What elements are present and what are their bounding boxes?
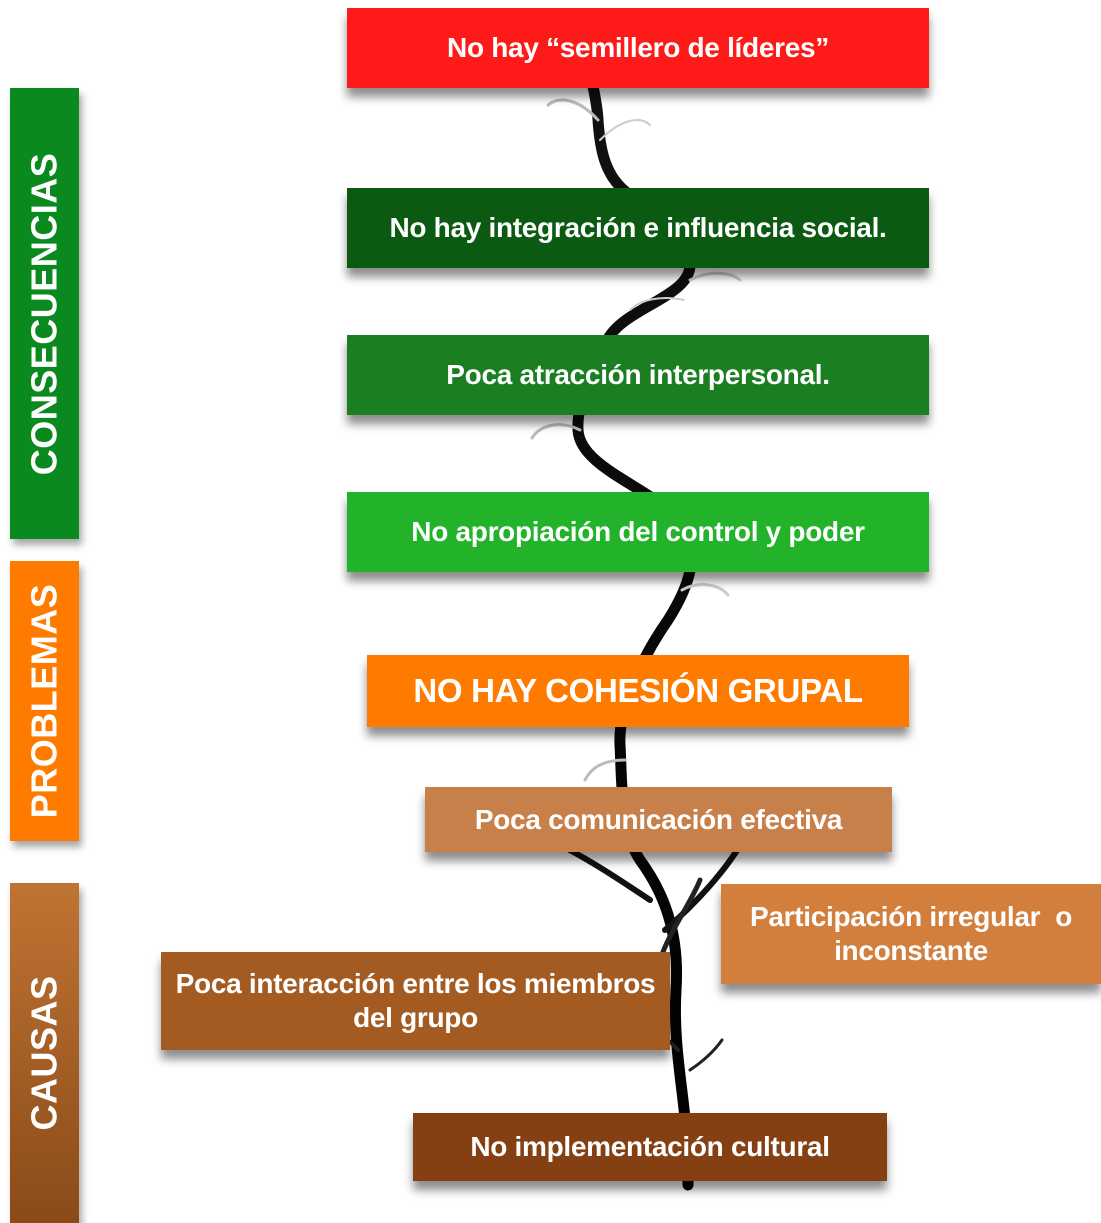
cause-text-line2: inconstante (834, 935, 988, 966)
twig (629, 297, 685, 311)
consequence-text: No hay integración e influencia social. (389, 212, 887, 244)
problem-box-cohesion: NO HAY COHESIÓN GRUPAL (367, 655, 909, 727)
cause-box-implementacion: No implementación cultural (413, 1113, 887, 1181)
cause-text: Poca comunicación efectiva (474, 803, 843, 835)
consequence-text: No hay “semillero de líderes” (447, 32, 829, 64)
cause-text-line1: Poca interacción entre los miembros (175, 968, 656, 1000)
side-label-problemas: PROBLEMAS (10, 561, 79, 841)
twig (688, 271, 742, 282)
twig (530, 423, 582, 440)
cause-text: No implementación cultural (470, 1131, 830, 1163)
consequence-box-atraccion: Poca atracción interpersonal. (347, 335, 929, 415)
consequence-text: No apropiación del control y poder (411, 516, 865, 548)
twig (680, 583, 730, 597)
twig (599, 119, 651, 141)
problem-text: NO HAY COHESIÓN GRUPAL (413, 672, 863, 710)
consequence-text: Poca atracción interpersonal. (446, 359, 830, 391)
side-label-consecuencias-text: CONSECUENCIAS (23, 152, 65, 475)
cause-box-interaccion: Poca interacción entre los miembros del … (161, 952, 670, 1050)
consequence-box-apropiacion: No apropiación del control y poder (347, 492, 929, 572)
consequence-box-integracion: No hay integración e influencia social. (347, 188, 929, 268)
twig (583, 758, 627, 782)
twig (546, 98, 600, 122)
side-label-causas: CAUSAS (10, 883, 79, 1223)
side-label-problemas-text: PROBLEMAS (23, 583, 65, 819)
cause-text-line2: del grupo (353, 1002, 478, 1033)
cause-text-line1: Participación irregular o (749, 901, 1073, 933)
branch-low-right (688, 1038, 724, 1072)
cause-box-comunicacion: Poca comunicación efectiva (425, 787, 892, 852)
branch-mid (657, 877, 703, 963)
cause-box-participacion: Participación irregular o inconstante (721, 884, 1101, 984)
consequence-box-semillero: No hay “semillero de líderes” (347, 8, 929, 88)
side-label-consecuencias: CONSECUENCIAS (10, 88, 79, 539)
side-label-causas-text: CAUSAS (23, 975, 65, 1131)
